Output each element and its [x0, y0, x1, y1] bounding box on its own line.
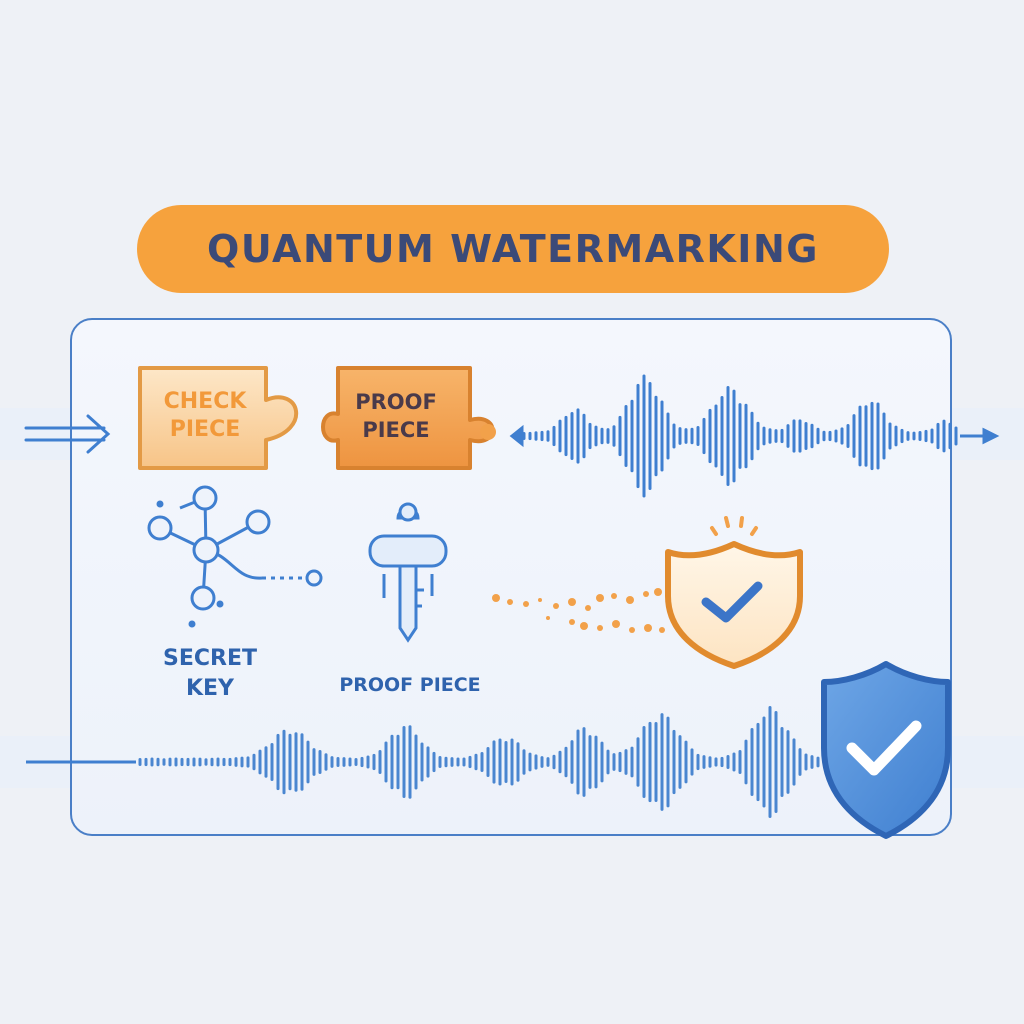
proof-piece-label: PROOF PIECE	[339, 674, 481, 696]
check-piece-label-line1: CHECK	[163, 389, 247, 414]
check-piece-label-line2: PIECE	[169, 417, 241, 442]
waveform-bottom	[138, 706, 820, 818]
molecule-network-icon	[147, 485, 323, 628]
secret-key-label: SECRET KEY	[130, 644, 290, 704]
secret-key-label-line2: KEY	[185, 676, 234, 701]
orange-particle-trail	[492, 588, 665, 633]
input-arrow-icon	[24, 414, 111, 454]
checkmark-shield-icon	[821, 661, 951, 839]
proof-piece-label-line2: PIECE	[362, 418, 430, 442]
proof-piece-label-line1: PROOF	[355, 390, 437, 414]
diagram-title: QUANTUM WATERMARKING	[207, 227, 819, 271]
key-icon	[368, 502, 448, 643]
secret-key-label-line1: SECRET	[163, 646, 257, 671]
waveform-top-end-arrow	[509, 424, 1000, 448]
check-piece-label: CHECK PIECE	[140, 388, 270, 444]
waveform-top	[522, 374, 958, 498]
proof-piece-puzzle-label: PROOF PIECE	[340, 388, 452, 444]
check-piece-puzzle	[138, 366, 298, 470]
verified-shield-icon	[665, 516, 803, 669]
proof-piece-puzzle	[321, 366, 496, 470]
title-banner: QUANTUM WATERMARKING	[137, 205, 889, 293]
